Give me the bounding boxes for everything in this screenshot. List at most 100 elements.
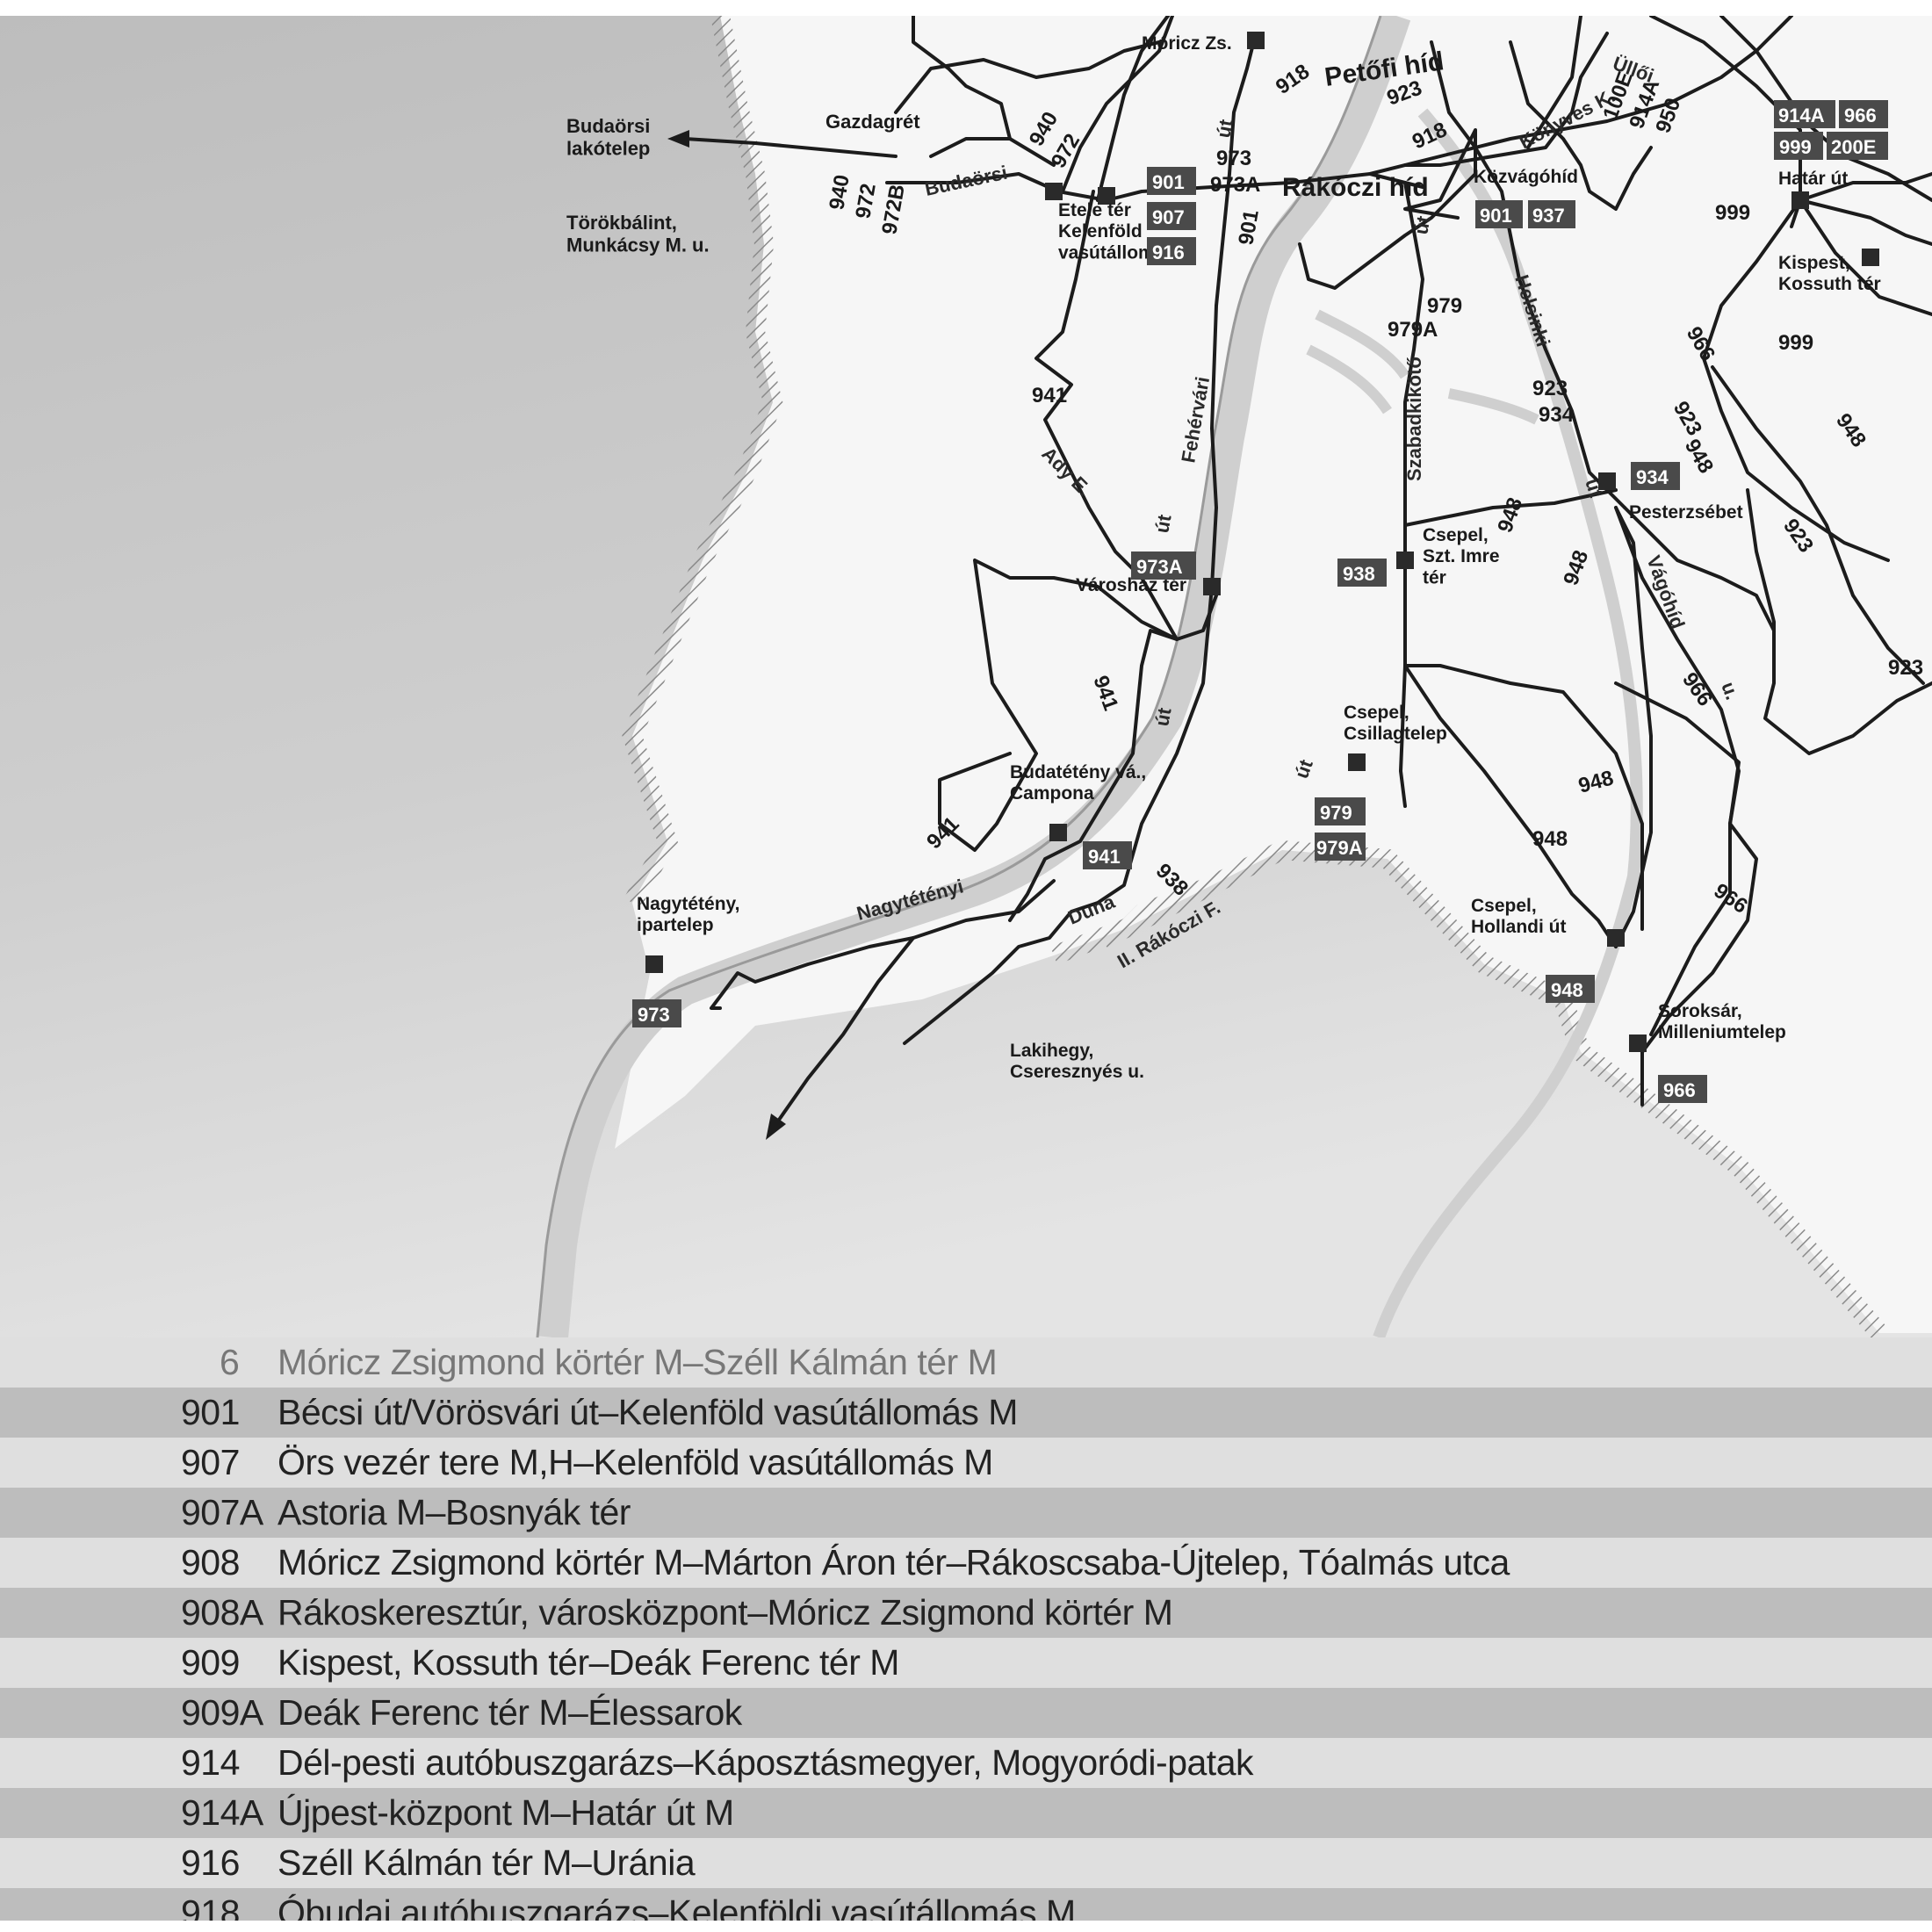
- svg-text:948: 948: [1551, 979, 1583, 1001]
- legend-row: 901 Bécsi út/Vörösvári út–Kelenföld vasút…: [0, 1388, 1932, 1438]
- svg-text:923: 923: [1532, 377, 1568, 400]
- svg-text:901: 901: [1480, 205, 1512, 227]
- svg-text:200E: 200E: [1831, 136, 1876, 158]
- svg-text:979: 979: [1320, 802, 1352, 824]
- place-kozvagohid: Közvágóhíd: [1474, 167, 1578, 187]
- city-land: [615, 16, 1932, 1333]
- route-arrow-budaors: [683, 137, 898, 158]
- place-moricz: Móricz Zs.: [1142, 33, 1232, 54]
- legend-row: 914A Újpest-központ M–Határ út M: [0, 1788, 1932, 1838]
- legend-route-description: Deák Ferenc tér M–Élessarok: [278, 1692, 742, 1733]
- place-nagyteteny: Nagytétény,ipartelep: [637, 894, 739, 935]
- legend-route-description: Örs vezér tere M,H–Kelenföld vasútállomá…: [278, 1442, 993, 1482]
- legend-route-description: Dél-pesti autóbuszgarázs–Káposztásmegyer…: [278, 1742, 1254, 1783]
- svg-text:út: út: [1212, 117, 1236, 139]
- legend-route-code: 6: [220, 1342, 240, 1382]
- stops: [645, 32, 1879, 1052]
- legend-route-description: Széll Kálmán tér M–Uránia: [278, 1842, 696, 1883]
- svg-text:973: 973: [638, 1004, 670, 1026]
- city-border-mid: [1100, 869, 1233, 953]
- svg-text:979A: 979A: [1388, 318, 1438, 342]
- place-kispest: Kispest,Kossuth tér: [1778, 253, 1881, 294]
- legend-route-code: 901: [181, 1392, 240, 1432]
- legend-route-description: Astoria M–Bosnyák tér: [278, 1492, 631, 1532]
- legend-route-code: 907: [181, 1442, 240, 1482]
- legend-row: 908A Rákoskeresztúr, városközpont–Móricz …: [0, 1588, 1932, 1638]
- place-lakihegy: Lakihegy,Cseresznyés u.: [1010, 1041, 1144, 1082]
- legend-route-description: Kispest, Kossuth tér–Deák Ferenc tér M: [278, 1642, 899, 1683]
- legend-route-description: Bécsi út/Vörösvári út–Kelenföld vasútáll…: [278, 1392, 1018, 1432]
- svg-text:937: 937: [1532, 205, 1565, 227]
- svg-text:979A: 979A: [1316, 837, 1363, 859]
- svg-text:973: 973: [1216, 147, 1251, 170]
- legend-route-code: 909: [181, 1642, 240, 1683]
- legend-row: 909 Kispest, Kossuth tér–Deák Ferenc tér …: [0, 1638, 1932, 1688]
- svg-text:973A: 973A: [1136, 556, 1183, 578]
- svg-text:979: 979: [1427, 294, 1462, 318]
- harbour-basin: [1306, 309, 1539, 425]
- place-pesterzsebet: Pesterzsébet: [1629, 502, 1743, 523]
- svg-text:907: 907: [1152, 206, 1185, 228]
- svg-text:966: 966: [1844, 105, 1877, 126]
- svg-text:901: 901: [1152, 171, 1185, 193]
- legend-route-description: Újpest-központ M–Határ út M: [278, 1792, 734, 1833]
- route-badges: 901 907 916 901 937 914A 966 999 200E 93…: [632, 100, 1888, 1103]
- legend-route-code: 907A: [181, 1492, 263, 1532]
- route-lines: [710, 16, 1932, 1107]
- route-legend: 6 Móricz Zsigmond körtér M–Széll Kálmán t…: [0, 1337, 1932, 1921]
- svg-text:út: út: [1150, 705, 1175, 727]
- svg-text:941: 941: [1032, 384, 1067, 407]
- legend-row: 907 Örs vezér tere M,H–Kelenföld vasútáll…: [0, 1438, 1932, 1488]
- legend-route-code: 918: [181, 1892, 240, 1921]
- legend-route-description: Móricz Zsigmond körtér M–Márton Áron tér…: [278, 1542, 1510, 1582]
- place-hatarut: Határ út: [1778, 169, 1848, 189]
- danube-river-outline: [536, 16, 1382, 1337]
- legend-route-description: Móricz Zsigmond körtér M–Széll Kálmán té…: [278, 1342, 998, 1382]
- svg-text:973A: 973A: [1210, 173, 1260, 197]
- place-csepel-csillagtelep: Csepel,Csillagtelep: [1344, 703, 1447, 744]
- legend-route-code: 916: [181, 1842, 240, 1883]
- city-border-west: [622, 16, 783, 908]
- legend-route-description: Rákoskeresztúr, városközpont–Móricz Zsig…: [278, 1592, 1173, 1633]
- svg-text:934: 934: [1636, 466, 1669, 488]
- svg-text:999: 999: [1778, 331, 1813, 355]
- legend-route-code: 908A: [181, 1592, 263, 1633]
- arrow-budaors-icon: [667, 130, 689, 148]
- danube-river: [538, 16, 1411, 1337]
- svg-text:934: 934: [1539, 403, 1575, 427]
- svg-text:út: út: [1150, 512, 1175, 534]
- svg-text:941: 941: [1088, 846, 1121, 868]
- place-budateteny: Budatétény vá.,Campona: [1010, 762, 1146, 804]
- legend-row: 6 Móricz Zsigmond körtér M–Széll Kálmán t…: [0, 1337, 1932, 1388]
- route-arrow-lakihegy: [775, 936, 915, 1124]
- svg-text:út: út: [1409, 213, 1434, 235]
- legend-row: 916 Széll Kálmán tér M–Uránia: [0, 1838, 1932, 1888]
- svg-text:916: 916: [1152, 242, 1185, 263]
- svg-text:966: 966: [1663, 1079, 1696, 1101]
- legend-row: 914 Dél-pesti autóbuszgarázs–Káposztásmeg…: [0, 1738, 1932, 1788]
- place-rakoczihid: Rákóczi híd: [1282, 173, 1429, 202]
- legend-route-code: 908: [181, 1542, 240, 1582]
- place-gazdagret: Gazdagrét: [825, 111, 920, 133]
- svg-text:923: 923: [1888, 656, 1923, 680]
- place-csepel-hollandi: Csepel,Hollandi út: [1471, 896, 1567, 937]
- legend-route-code: 914A: [181, 1792, 263, 1833]
- legend-row: 907A Astoria M–Bosnyák tér: [0, 1488, 1932, 1538]
- svg-text:914A: 914A: [1778, 105, 1825, 126]
- svg-text:938: 938: [1343, 563, 1375, 585]
- svg-text:999: 999: [1715, 201, 1750, 225]
- legend-route-code: 914: [181, 1742, 240, 1783]
- arrow-lakihegy-icon: [766, 1114, 786, 1140]
- svg-text:Szabadkikötő: Szabadkikötő: [1403, 357, 1425, 481]
- svg-text:948: 948: [1532, 827, 1568, 851]
- place-soroksar: Soroksár,Milleniumtelep: [1658, 1001, 1786, 1042]
- legend-row: 908 Móricz Zsigmond körtér M–Márton Áron …: [0, 1538, 1932, 1588]
- svg-text:999: 999: [1779, 136, 1812, 158]
